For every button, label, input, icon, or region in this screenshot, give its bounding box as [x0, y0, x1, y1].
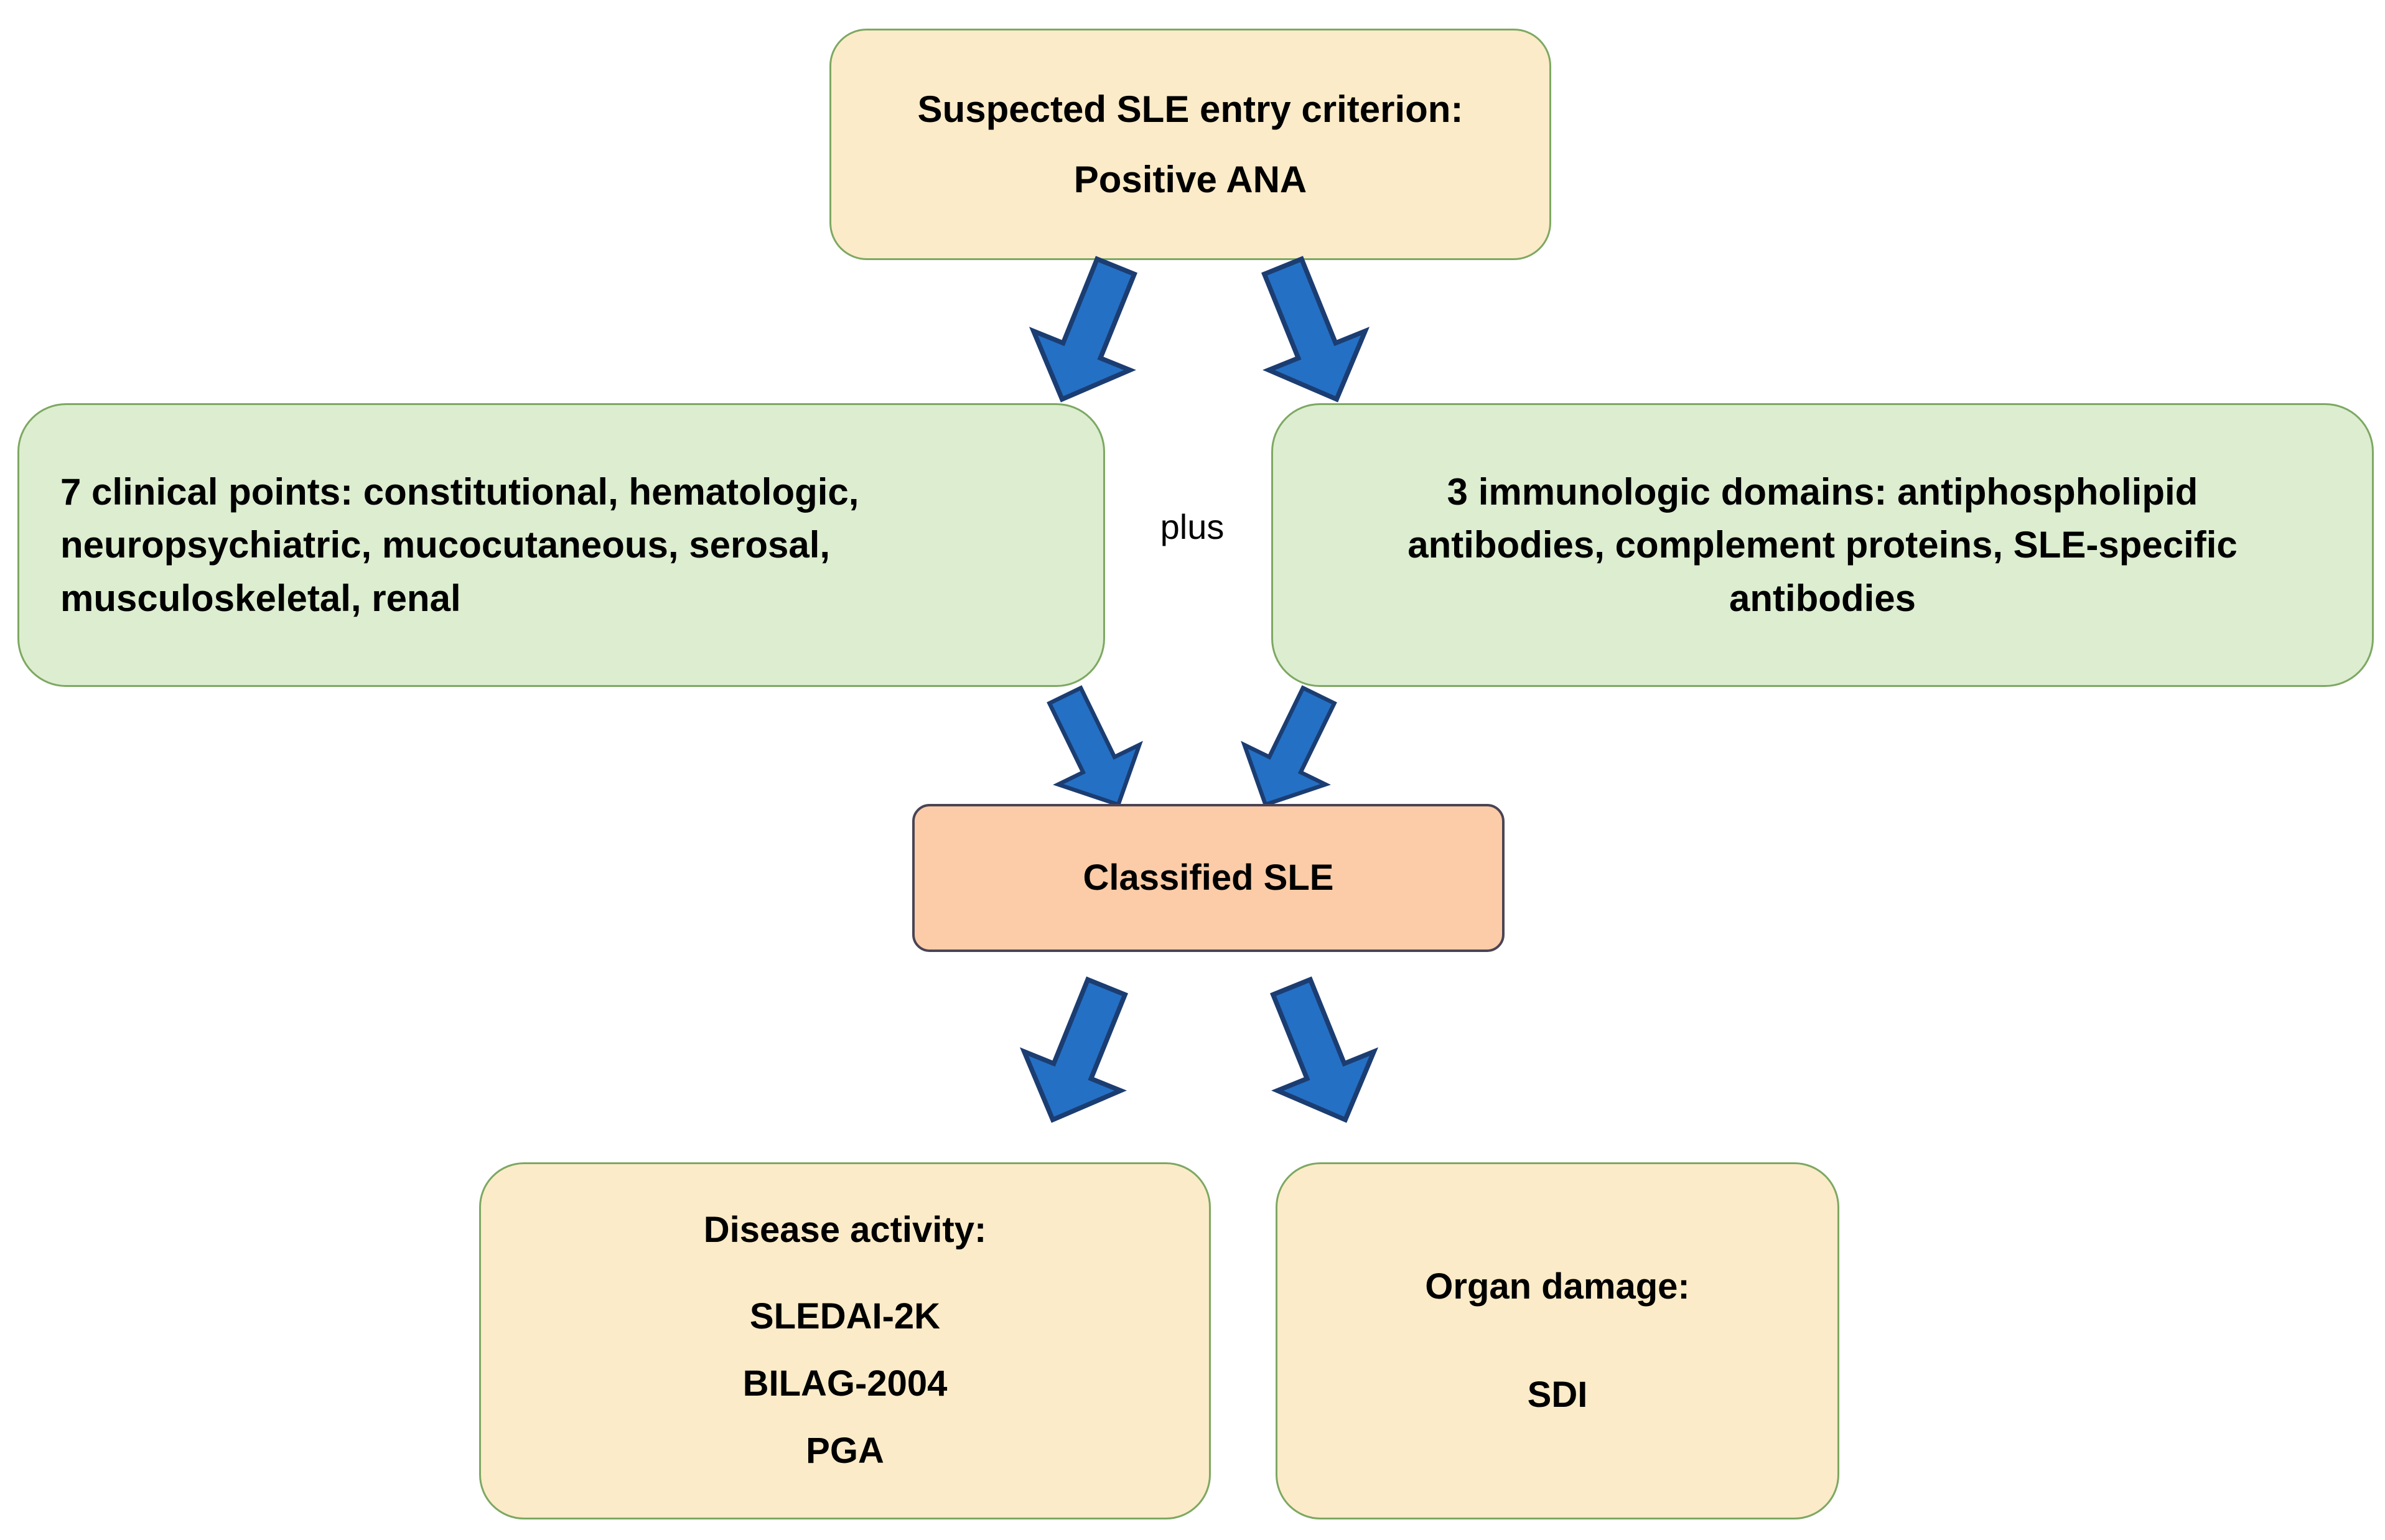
- node-disease-activity: Disease activity: SLEDAI-2K BILAG-2004 P…: [479, 1162, 1211, 1519]
- arrow-entry-to-immunologic-icon: [1228, 245, 1391, 421]
- node-organ-damage-title: Organ damage:: [1425, 1266, 1690, 1307]
- arrow-clinical-to-classified-icon: [1019, 673, 1165, 828]
- plus-connector-label: plus: [1160, 507, 1225, 546]
- node-organ-damage-item-1: SDI: [1527, 1374, 1588, 1415]
- node-immunologic-domains: 3 immunologic domains: antiphospholipid …: [1271, 403, 2374, 687]
- node-immunologic-line-2: antibodies, complement proteins, SLE-spe…: [1407, 524, 2238, 566]
- node-entry-criterion: Suspected SLE entry criterion: Positive …: [829, 29, 1551, 260]
- node-immunologic-line-1: 3 immunologic domains: antiphospholipid: [1447, 471, 2198, 513]
- node-disease-activity-item-1: SLEDAI-2K: [749, 1295, 941, 1337]
- node-clinical-line-1: 7 clinical points: constitutional, hemat…: [60, 471, 859, 513]
- arrow-entry-to-clinical-icon: [1007, 245, 1170, 421]
- node-entry-line-1: Suspected SLE entry criterion:: [917, 88, 1463, 130]
- node-entry-line-2: Positive ANA: [1073, 159, 1307, 200]
- node-organ-damage: Organ damage: SDI: [1276, 1162, 1839, 1519]
- node-immunologic-line-3: antibodies: [1729, 577, 1916, 619]
- node-disease-activity-title: Disease activity:: [703, 1210, 987, 1251]
- arrow-classified-to-organ-damage-icon: [1237, 965, 1400, 1142]
- arrow-classified-to-disease-activity-icon: [998, 965, 1161, 1142]
- node-clinical-line-3: musculoskeletal, renal: [60, 577, 461, 619]
- node-clinical-points: 7 clinical points: constitutional, hemat…: [17, 403, 1105, 687]
- node-classified-sle-label: Classified SLE: [1083, 857, 1334, 898]
- node-disease-activity-item-3: PGA: [806, 1430, 884, 1472]
- node-clinical-line-2: neuropsychiatric, mucocutaneous, serosal…: [60, 524, 831, 566]
- node-classified-sle: Classified SLE: [912, 804, 1505, 952]
- arrow-immunologic-to-classified-icon: [1220, 673, 1365, 828]
- node-disease-activity-item-2: BILAG-2004: [742, 1363, 948, 1404]
